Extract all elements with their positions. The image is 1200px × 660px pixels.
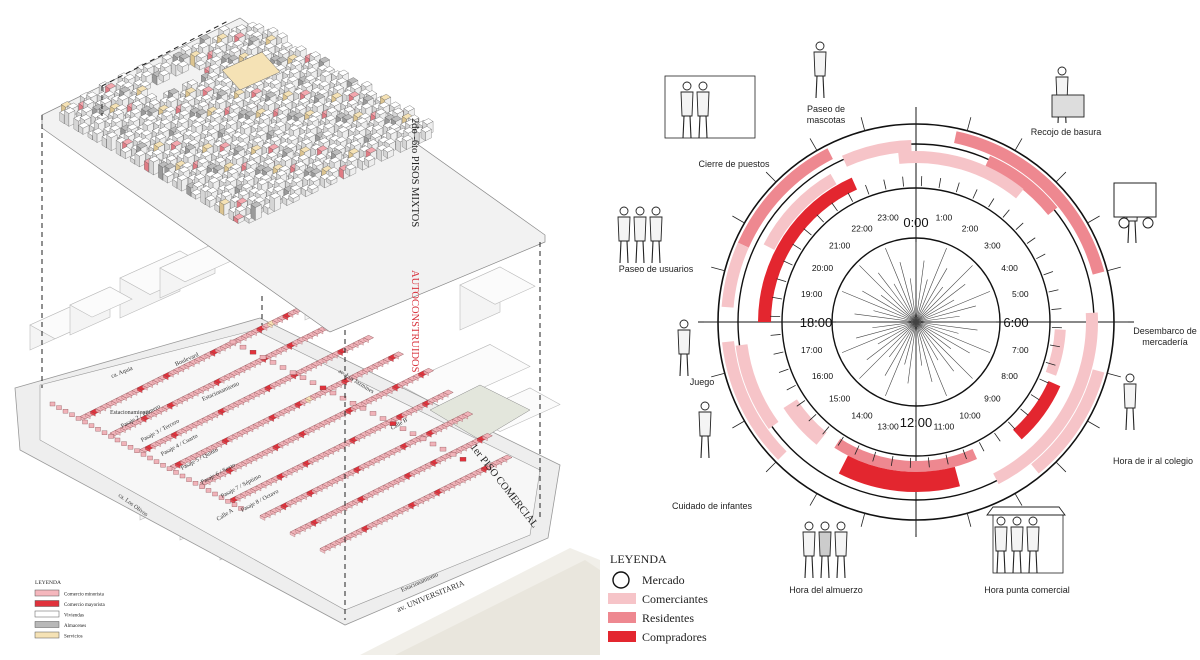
hour-label: 16:00 <box>812 371 834 381</box>
activity-label: Hora punta comercial <box>984 585 1070 595</box>
hour-label: 18:00 <box>800 315 833 330</box>
clock-legend-label: Mercado <box>642 573 685 587</box>
axo-legend-swatch <box>35 622 59 628</box>
clock-legend: LEYENDA MercadoComerciantesResidentesCom… <box>608 552 708 644</box>
activity-label: Hora de ir al colegio <box>1113 456 1193 466</box>
axo-legend-label: Comercio mayorista <box>64 603 105 608</box>
hour-label: 6:00 <box>1003 315 1028 330</box>
activity-icon <box>618 207 662 263</box>
hour-label: 8:00 <box>1001 371 1018 381</box>
activity-icon <box>1124 374 1136 430</box>
activity-label: Cuidado de infantes <box>672 501 753 511</box>
clock-legend-label: Compradores <box>642 630 707 644</box>
hour-label: 3:00 <box>984 241 1001 251</box>
activity-label: mascotas <box>807 115 846 125</box>
clock-legend-title: LEYENDA <box>610 552 667 566</box>
hour-label: 11:00 <box>934 421 955 431</box>
activity-icon <box>1052 67 1084 123</box>
hour-label: 15:00 <box>829 393 851 403</box>
upper-label-accent: AUTOCONSTRUIDOS <box>409 270 420 373</box>
hour-label: 2:00 <box>962 223 979 233</box>
clock-legend-label: Residentes <box>642 611 694 625</box>
activity-label: Juego <box>690 377 715 387</box>
clock-panel: 0:00 1:00 2:00 3:00 4:00 5:00 6:00 7:00 8:00 9:00… <box>600 0 1200 655</box>
upper-label-main: 2do -6to PISOS MIXTOS <box>409 118 420 227</box>
hour-label: 1:00 <box>936 213 953 223</box>
axonometric-drawing: 2do -6to PISOS MIXTOS AUTOCONSTRUIDOS 1e… <box>0 0 600 655</box>
activity-icon <box>814 42 826 98</box>
hour-label: 12:00 <box>900 415 933 430</box>
clock-legend-swatch <box>608 612 636 623</box>
activity-label: Cierre de puestos <box>698 159 770 169</box>
hour-label: 13:00 <box>877 421 899 431</box>
activity-label: mercadería <box>1142 337 1188 347</box>
axo-legend-label: Comercio minorista <box>64 593 105 598</box>
hour-label: 5:00 <box>1012 289 1029 299</box>
hour-label: 7:00 <box>1012 345 1029 355</box>
hour-label: 4:00 <box>1001 263 1018 273</box>
hour-label: 22:00 <box>851 223 873 233</box>
hour-label: 10:00 <box>959 411 981 421</box>
hour-label: 14:00 <box>851 411 873 421</box>
hour-label: 20:00 <box>812 263 834 273</box>
activity-icon <box>678 320 690 376</box>
clock-legend-swatch <box>608 593 636 604</box>
clock-legend-circle <box>613 572 629 588</box>
hour-label: 19:00 <box>801 289 823 299</box>
daily-activity-clock: 0:00 1:00 2:00 3:00 4:00 5:00 6:00 7:00 8:00 9:00… <box>600 0 1200 655</box>
hour-label: 0:00 <box>903 215 928 230</box>
clock-legend-swatch <box>608 631 636 642</box>
axo-legend-label: Viviendas <box>64 614 84 619</box>
hour-label: 21:00 <box>829 241 851 251</box>
activity-icon <box>803 522 847 578</box>
activity-label: Hora del almuerzo <box>789 585 863 595</box>
axo-legend-label: Servicios <box>64 635 83 640</box>
activity-icon <box>699 402 711 458</box>
activity-label: Recojo de basura <box>1031 127 1102 137</box>
hour-label: 9:00 <box>984 393 1001 403</box>
axo-legend-swatch <box>35 632 59 638</box>
activity-label: Paseo de usuarios <box>619 264 694 274</box>
axo-legend-label: Almacenes <box>64 624 86 629</box>
activity-label: Desembarco de <box>1133 326 1197 336</box>
activity-arc <box>783 399 826 444</box>
activity-arc <box>764 174 837 250</box>
hour-label: 17:00 <box>801 345 823 355</box>
axo-legend-swatch <box>35 611 59 617</box>
clock-legend-label: Comerciantes <box>642 592 708 606</box>
axo-legend-title: LEYENDA <box>35 580 61 586</box>
activity-icon <box>1114 183 1156 243</box>
activity-icon <box>665 76 755 138</box>
hour-label: 23:00 <box>877 213 899 223</box>
axonometric-panel: 2do -6to PISOS MIXTOS AUTOCONSTRUIDOS 1e… <box>0 0 600 655</box>
axo-legend-swatch <box>35 601 59 607</box>
axo-legend-swatch <box>35 590 59 596</box>
activity-icon <box>987 507 1065 573</box>
activity-label: Paseo de <box>807 104 845 114</box>
